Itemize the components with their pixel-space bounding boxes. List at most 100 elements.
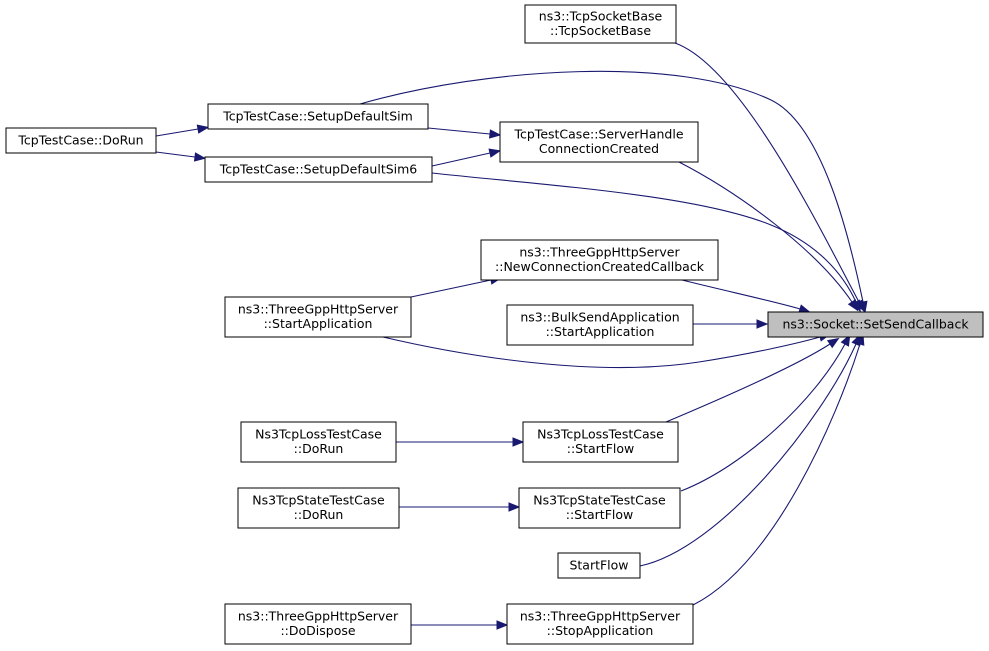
edge-state-startflow-to-target <box>680 334 851 492</box>
node-box <box>506 304 694 346</box>
edge-newconnection-to-target <box>681 279 811 314</box>
node-label-line: Ns3TcpStateTestCase <box>533 493 666 508</box>
node-loss-dorun[interactable]: Ns3TcpLossTestCase::DoRun <box>240 421 397 463</box>
node-box <box>5 127 157 154</box>
node-box <box>522 421 679 463</box>
edge-line <box>665 343 831 423</box>
arrowhead-icon <box>756 319 769 329</box>
edge-line <box>680 343 846 492</box>
node-label-line: ns3::ThreeGppHttpServer <box>238 302 399 317</box>
edge-loss-dorun-to-loss-startflow <box>396 437 525 447</box>
node-setupdefaultsim[interactable]: TcpTestCase::SetupDefaultSim <box>207 103 429 130</box>
node-label-line: TcpTestCase::DoRun <box>17 132 143 147</box>
node-label-line: ns3::TcpSocketBase <box>539 9 663 24</box>
node-label-line: Ns3TcpLossTestCase <box>537 427 664 442</box>
node-label-line: StartFlow <box>569 557 628 572</box>
node-label-line: ns3::ThreeGppHttpServer <box>520 609 681 624</box>
edge-loss-startflow-to-target <box>665 337 840 423</box>
nodes-layer: ns3::Socket::SetSendCallback ns3::TcpSock… <box>5 4 984 645</box>
node-box <box>506 603 694 645</box>
edge-line <box>359 70 864 303</box>
node-label-line: ns3::ThreeGppHttpServer <box>519 245 680 260</box>
node-box <box>524 4 677 44</box>
node-label-line: ::NewConnectionCreatedCallback <box>495 259 705 274</box>
edge-line <box>639 343 857 567</box>
node-label-line: TcpTestCase::ServerHandle <box>513 127 683 142</box>
edge-line <box>427 127 491 135</box>
node-label-line: ::StartApplication <box>264 316 373 331</box>
edges-layer <box>155 42 868 630</box>
arrowhead-icon <box>196 124 210 134</box>
node-label-line: ns3::Socket::SetSendCallback <box>782 316 969 331</box>
node-newconnection[interactable]: ns3::ThreeGppHttpServer::NewConnectionCr… <box>480 239 719 281</box>
edge-tcptestcase-dorun-to-setupdefaultsim6 <box>155 151 207 162</box>
arrowhead-icon <box>840 334 851 347</box>
node-target[interactable]: ns3::Socket::SetSendCallback <box>767 311 984 338</box>
node-box <box>224 296 412 338</box>
node-label-line: ConnectionCreated <box>539 141 659 156</box>
arrowhead-icon <box>489 129 502 139</box>
arrowhead-icon <box>496 620 509 630</box>
node-label-line: ::StartApplication <box>546 324 655 339</box>
node-bulksend[interactable]: ns3::BulkSendApplication::StartApplicati… <box>506 304 694 346</box>
arrowhead-icon <box>512 437 525 447</box>
arrowhead-icon <box>508 502 521 512</box>
arrowhead-icon <box>851 299 861 313</box>
node-label-line: Ns3TcpLossTestCase <box>255 427 382 442</box>
node-label-line: ::DoRun <box>294 441 344 456</box>
node-box <box>240 421 397 463</box>
node-label-line: ns3::ThreeGppHttpServer <box>238 609 399 624</box>
node-box <box>204 156 433 183</box>
edge-setupdefaultsim6-to-serverhandle <box>431 148 502 167</box>
node-label-line: ::StartFlow <box>567 441 635 456</box>
node-box <box>224 603 412 645</box>
edge-line <box>155 128 199 137</box>
node-http-startapp[interactable]: ns3::ThreeGppHttpServer::StartApplicatio… <box>224 296 412 338</box>
edge-http-dodispose-to-http-stopapp <box>411 620 509 630</box>
node-label-line: Ns3TcpStateTestCase <box>252 493 385 508</box>
node-label-line: ::StopApplication <box>547 623 654 638</box>
edge-line <box>692 343 861 606</box>
edge-line <box>382 336 821 369</box>
edge-setupdefaultsim6-to-target <box>431 172 861 313</box>
node-label-line: ::DoRun <box>294 507 344 522</box>
node-serverhandle[interactable]: TcpTestCase::ServerHandleConnectionCreat… <box>499 121 699 163</box>
arrowhead-icon <box>826 337 840 349</box>
arrowhead-icon <box>488 148 502 158</box>
edge-line <box>678 161 853 303</box>
node-tcpsocketbase[interactable]: ns3::TcpSocketBase::TcpSocketBase <box>524 4 677 44</box>
edge-state-dorun-to-state-startflow <box>399 502 521 512</box>
edge-bulksend-to-target <box>693 319 769 329</box>
edge-setupdefaultsim-to-target <box>359 70 868 314</box>
node-setupdefaultsim6[interactable]: TcpTestCase::SetupDefaultSim6 <box>204 156 433 183</box>
arrowhead-icon <box>193 152 207 162</box>
node-box <box>767 311 984 338</box>
node-state-dorun[interactable]: Ns3TcpStateTestCase::DoRun <box>237 487 400 529</box>
edge-http-stopapp-to-target <box>692 333 865 606</box>
node-label-line: ns3::BulkSendApplication <box>520 310 679 325</box>
node-http-stopapp[interactable]: ns3::ThreeGppHttpServer::StopApplication <box>506 603 694 645</box>
node-label-line: ::TcpSocketBase <box>550 23 651 38</box>
node-box <box>480 239 719 281</box>
node-label-line: TcpTestCase::SetupDefaultSim <box>222 108 413 123</box>
edge-line <box>410 279 492 298</box>
edge-line <box>681 279 801 310</box>
edge-setupdefaultsim-to-serverhandle <box>427 127 502 139</box>
node-box <box>499 121 699 163</box>
edge-line <box>155 151 196 158</box>
node-box <box>557 552 641 579</box>
node-box <box>207 103 429 130</box>
node-tcptestcase-dorun[interactable]: TcpTestCase::DoRun <box>5 127 157 154</box>
node-state-startflow[interactable]: Ns3TcpStateTestCase::StartFlow <box>518 487 681 529</box>
node-http-dodispose[interactable]: ns3::ThreeGppHttpServer::DoDispose <box>224 603 412 645</box>
node-box <box>237 487 400 529</box>
node-box <box>518 487 681 529</box>
edge-tcptestcase-dorun-to-setupdefaultsim <box>155 124 210 137</box>
node-label-line: TcpTestCase::SetupDefaultSim6 <box>219 161 418 176</box>
node-label-line: ::DoDispose <box>280 623 355 638</box>
node-startflow[interactable]: StartFlow <box>557 552 641 579</box>
arrowhead-icon <box>858 300 868 314</box>
node-loss-startflow[interactable]: Ns3TcpLossTestCase::StartFlow <box>522 421 679 463</box>
edge-line <box>431 172 857 303</box>
